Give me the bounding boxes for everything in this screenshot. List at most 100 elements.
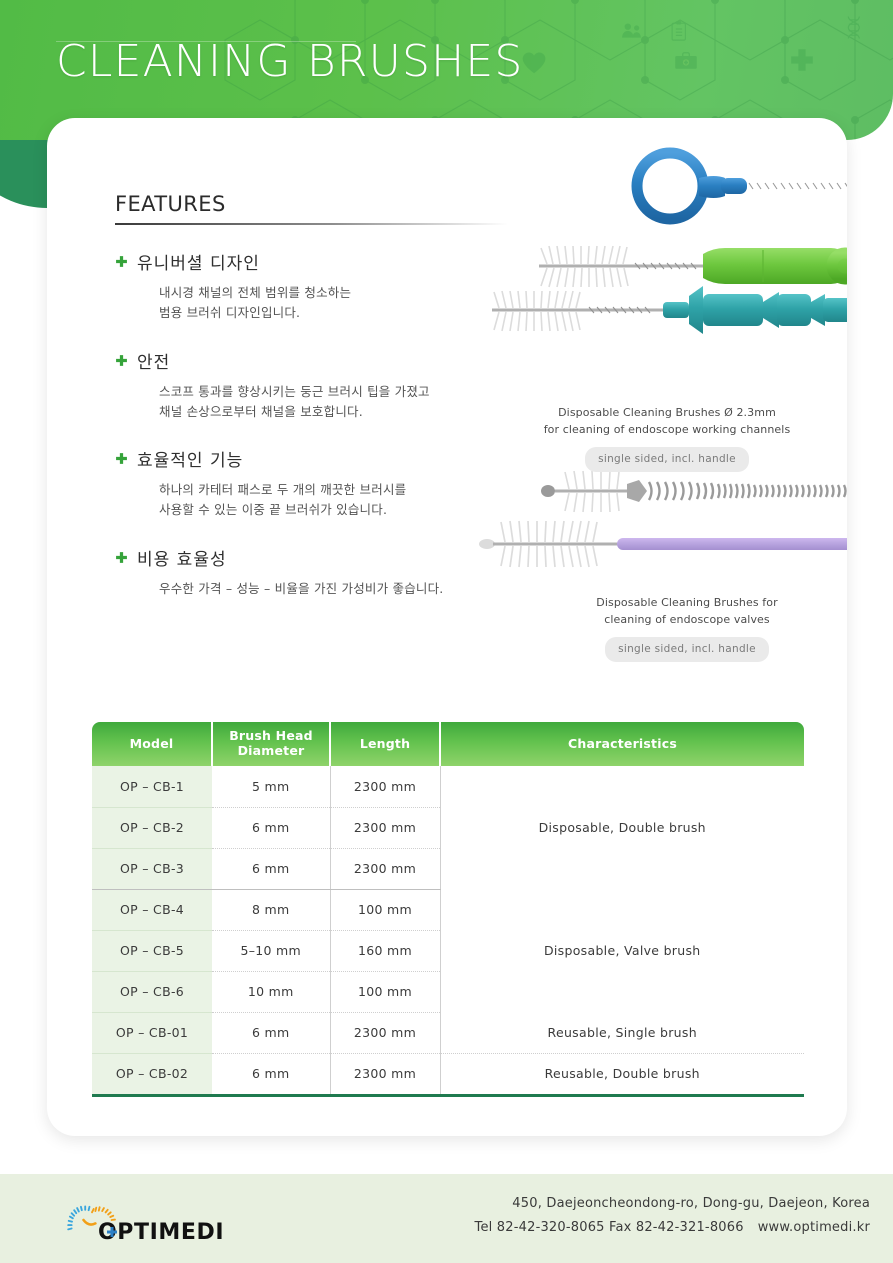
features-divider [115, 223, 508, 225]
page-title: CLEANING BRUSHES [56, 36, 524, 87]
col-header-model: Model [92, 722, 212, 766]
table-bottom-border [92, 1094, 804, 1097]
feature-heading: 효율적인 기능 [137, 451, 244, 471]
green-plus-icon [116, 453, 127, 464]
product-illustrations [479, 147, 847, 568]
heart-pulse-icon [522, 52, 546, 74]
feature-item: 효율적인 기능 하나의 카테터 패스로 두 개의 깨끗한 브러시를 사용할 수 … [115, 446, 515, 521]
logo-wordmark: OPTIMEDI [98, 1220, 225, 1245]
cell-length: 160 mm [330, 930, 441, 972]
footer-contact-info: 450, Daejeoncheondong-ro, Dong-gu, Daeje… [330, 1192, 870, 1240]
feature-body: 우수한 가격 – 성능 – 비율을 가진 가성비가 좋습니다. [159, 579, 515, 599]
cell-diameter: 8 mm [212, 889, 331, 931]
cell-length: 2300 mm [330, 1012, 441, 1054]
cell-model: OP – CB-5 [92, 930, 212, 972]
feature-body: 내시경 채널의 전체 범위를 청소하는 범용 브러쉬 디자인입니다. [159, 283, 515, 324]
feature-item: 비용 효율성 우수한 가격 – 성능 – 비율을 가진 가성비가 좋습니다. [115, 545, 515, 599]
cell-length: 2300 mm [330, 1053, 441, 1094]
feature-heading: 유니버셜 디자인 [137, 254, 260, 274]
footer-contact: Tel 82-42-320-8065 Fax 82-42-321-8066 [474, 1220, 744, 1236]
feature-line: 내시경 채널의 전체 범위를 청소하는 [159, 285, 352, 300]
cell-length: 2300 mm [330, 848, 441, 890]
product-gallery: Disposable Cleaning Brushes Ø 2.3mm for … [477, 136, 847, 716]
feature-heading: 안전 [137, 352, 171, 373]
product-badge: single sided, incl. handle [605, 637, 769, 663]
page-footer [0, 1174, 893, 1263]
table-row: OP – CB-3 6 mm 2300 mm [92, 848, 804, 890]
people-icon [622, 23, 641, 38]
product-coil-valve-brush [541, 470, 847, 513]
caption-line: Disposable Cleaning Brushes for [596, 596, 778, 609]
cell-characteristics: Reusable, Double brush [544, 1066, 700, 1082]
product-blue-ring-brush [631, 147, 847, 225]
cell-model: OP – CB-2 [92, 807, 212, 849]
green-plus-icon [116, 551, 127, 563]
clipboard-icon [671, 21, 686, 41]
product-badge: single sided, incl. handle [585, 447, 749, 473]
table-row: OP – CB-5 5–10 mm 160 mm [92, 930, 804, 972]
feature-line: 범용 브러쉬 디자인입니다. [159, 305, 301, 321]
product-caption-1: Disposable Cleaning Brushes Ø 2.3mm for … [517, 404, 817, 473]
cell-diameter: 6 mm [212, 1053, 331, 1094]
caption-line: Disposable Cleaning Brushes Ø 2.3mm [558, 406, 776, 419]
feature-line: 우수한 가격 – 성능 – 비율을 가진 가성비가 좋습니다. [159, 580, 444, 596]
cell-model: OP – CB-1 [92, 766, 212, 808]
product-purple-valve-brush [479, 520, 847, 568]
cell-model: OP – CB-6 [92, 971, 212, 1013]
feature-item: 유니버셜 디자인 내시경 채널의 전체 범위를 청소하는 범용 브러쉬 디자인입… [115, 249, 515, 324]
cell-length: 2300 mm [330, 766, 441, 808]
cell-diameter: 5–10 mm [212, 930, 331, 972]
product-green-handle-brush [539, 245, 847, 288]
feature-line: 채널 손상으로부터 채널을 보호합니다. [159, 403, 363, 419]
table-row: OP – CB-4 8 mm 100 mm Disposable, Valve … [92, 889, 804, 958]
table-header-row: Model Brush Head Diameter Length Charact… [92, 722, 804, 766]
footer-address: 450, Daejeoncheondong-ro, Dong-gu, Daeje… [512, 1196, 870, 1211]
content-card: FEATURES 유니버셜 디자인 내시경 채널의 전체 범위를 청소하는 범용… [47, 118, 847, 1136]
feature-body: 하나의 카테터 패스로 두 개의 깨끗한 브러시를 사용할 수 있는 이중 끝 … [159, 480, 515, 521]
cell-characteristics: Disposable, Valve brush [543, 943, 701, 958]
cell-model: OP – CB-02 [92, 1053, 212, 1094]
table-row: OP – CB-2 6 mm 2300 mm [92, 807, 804, 849]
medical-bag-icon [675, 52, 697, 69]
green-plus-icon [116, 256, 127, 267]
feature-line: 하나의 카테터 패스로 두 개의 깨끗한 브러시를 [159, 482, 407, 497]
logo-cross-icon [107, 1227, 117, 1237]
title-underline [56, 41, 356, 42]
cell-length: 100 mm [330, 889, 441, 931]
product-caption-2: Disposable Cleaning Brushes for cleaning… [537, 594, 837, 663]
features-title: FEATURES [115, 192, 226, 216]
feature-line: 스코프 통과를 향상시키는 둥근 브러시 팁을 가졌고 [159, 383, 430, 399]
cell-characteristics: Reusable, Single brush [440, 1012, 804, 1054]
cell-diameter: 5 mm [212, 766, 331, 808]
medical-cross-icon [791, 49, 813, 71]
table-row: OP – CB-02 6 mm 2300 mm Reusable, Double… [92, 1053, 804, 1094]
logo-swirl-icon [67, 1205, 116, 1231]
feature-line: 사용할 수 있는 이중 끝 브러쉬가 있습니다. [159, 502, 388, 518]
cell-diameter: 10 mm [212, 971, 331, 1013]
cell-diameter: 6 mm [212, 1012, 331, 1054]
table-row: OP – CB-01 6 mm 2300 mm Reusable, Single… [92, 1012, 804, 1054]
caption-line: cleaning of endoscope valves [604, 613, 770, 627]
cell-diameter: 6 mm [212, 848, 331, 890]
col-header-characteristics: Characteristics [439, 722, 804, 766]
feature-body: 스코프 통과를 향상시키는 둥근 브러시 팁을 가졌고 채널 손상으로부터 채널… [159, 382, 515, 423]
feature-item: 안전 스코프 통과를 향상시키는 둥근 브러시 팁을 가졌고 채널 손상으로부터… [115, 348, 515, 423]
col-header-diameter: Brush Head Diameter [211, 722, 330, 766]
feature-heading: 비용 효율성 [137, 549, 227, 570]
header-green-band: CLEANING BRUSHES [0, 0, 893, 140]
page-header: CLEANING BRUSHES [0, 0, 893, 208]
dna-icon [847, 16, 860, 39]
cell-model: OP – CB-3 [92, 848, 212, 890]
spec-table-wrapper: Model Brush Head Diameter Length Charact… [92, 722, 804, 1097]
green-plus-icon [116, 354, 127, 366]
product-teal-handle-brush [492, 286, 847, 334]
cell-characteristics: Disposable, Double brush [538, 820, 706, 835]
features-section: FEATURES 유니버셜 디자인 내시경 채널의 전체 범위를 청소하는 범용… [115, 192, 515, 599]
cell-diameter: 6 mm [212, 807, 331, 849]
optimedi-logo: OPTIMEDI [62, 1203, 232, 1249]
cell-model: OP – CB-01 [92, 1012, 212, 1054]
footer-website[interactable]: www.optimedi.kr [757, 1220, 870, 1236]
cell-length: 2300 mm [330, 807, 441, 849]
table-row: OP – CB-1 5 mm 2300 mm Disposable, Doubl… [92, 766, 804, 835]
